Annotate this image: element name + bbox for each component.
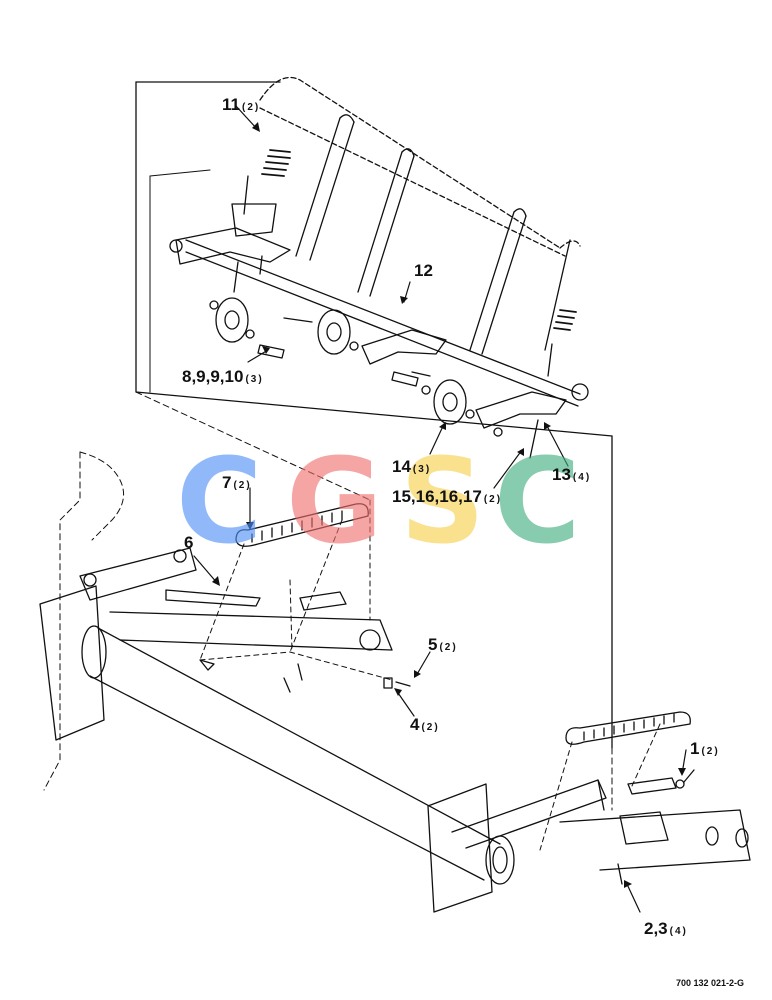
support-arms — [169, 203, 589, 429]
callout-15-qty: (2) — [483, 494, 503, 505]
callout-2-3: 2,3(4) — [644, 920, 688, 938]
callout-1: 1(2) — [690, 740, 720, 758]
callout-11: 11(2) — [222, 96, 260, 114]
watermark-letter-4: C — [494, 432, 581, 570]
callout-7-qty: (2) — [233, 480, 252, 491]
callout-2-3-qty: (4) — [669, 926, 688, 937]
hardware-fasteners — [199, 659, 623, 885]
callout-12-number: 12 — [414, 261, 433, 280]
callout-11-qty: (2) — [241, 102, 261, 113]
drawing-number: 700 132 021-2-G — [676, 978, 745, 988]
callout-11-number: 11 — [222, 95, 240, 114]
callout-8-qty: (3) — [245, 374, 264, 385]
callout-2-3-number: 2,3 — [644, 919, 668, 938]
callout-14: 14(3) — [392, 458, 431, 476]
lower-left-frame — [39, 451, 197, 791]
callout-5-qty: (2) — [439, 642, 458, 653]
roller-wheels-14 — [209, 297, 503, 437]
spring-11 — [261, 149, 577, 331]
watermark-letter-2: G — [286, 432, 383, 570]
tine-dashed-edge — [259, 76, 581, 257]
upper-frame-outline — [135, 81, 613, 749]
callout-1-qty: (2) — [701, 746, 720, 757]
lower-right-frame — [427, 747, 751, 913]
guide-rods — [295, 114, 571, 355]
spring-brackets — [165, 589, 695, 795]
roller-bolts — [257, 317, 431, 387]
callout-8-9-9-10: 8,9,9,10(3) — [182, 368, 264, 386]
callout-6: 6 — [184, 534, 195, 552]
callout-4: 4(2) — [410, 716, 440, 734]
bolts-upper — [233, 175, 553, 459]
callout-5: 5(2) — [428, 636, 458, 654]
callout-13-qty: (4) — [572, 472, 592, 483]
callout-7: 7(2) — [222, 474, 252, 492]
callout-14-qty: (3) — [412, 464, 432, 475]
main-tube — [81, 611, 515, 885]
callout-8-number: 8,9,9,10 — [182, 367, 244, 386]
callout-4-qty: (2) — [421, 722, 440, 733]
callout-5-number: 5 — [428, 635, 438, 654]
dashed-routing — [199, 499, 661, 851]
callout-14-number: 14 — [392, 457, 411, 476]
arrow-heads — [212, 122, 686, 888]
callout-4-number: 4 — [410, 715, 420, 734]
callout-6-number: 6 — [184, 533, 194, 552]
watermark-letter-3: S — [400, 432, 485, 570]
cross-shaft-12 — [185, 239, 581, 407]
callout-15-16-16-17: 15,16,16,17(2) — [392, 488, 502, 506]
watermark-letter-1: C — [176, 432, 263, 570]
callout-13: 13(4) — [552, 466, 591, 484]
callout-12: 12 — [414, 262, 435, 280]
callout-15-number: 15,16,16,17 — [392, 487, 482, 506]
callout-7-number: 7 — [222, 473, 232, 492]
callout-1-number: 1 — [690, 739, 700, 758]
callout-13-number: 13 — [552, 465, 571, 484]
